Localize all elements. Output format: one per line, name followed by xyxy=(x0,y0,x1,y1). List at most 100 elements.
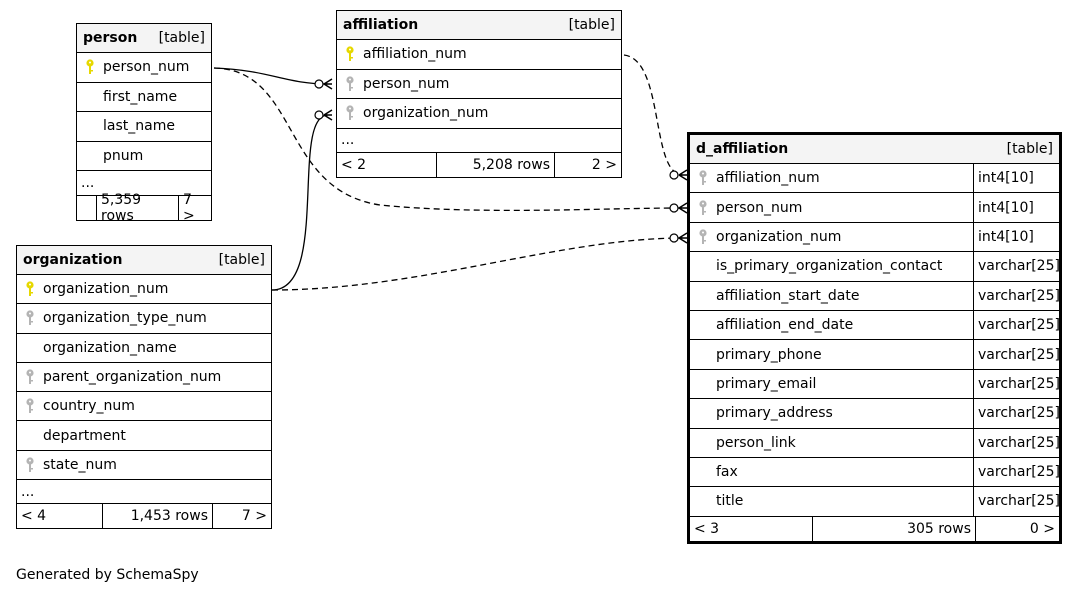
table-name: organization xyxy=(23,252,123,268)
column-name: person_num xyxy=(103,59,190,76)
column-row[interactable]: organization_num xyxy=(17,275,271,305)
column-name: affiliation_end_date xyxy=(716,317,854,334)
column-type: varchar[25] xyxy=(973,281,1060,310)
table-header: affiliation [table] xyxy=(337,11,621,40)
column-type: int4[10] xyxy=(973,193,1059,222)
table-name: d_affiliation xyxy=(696,141,789,157)
more-columns[interactable]: ... xyxy=(17,480,271,505)
edge-organization-d-affiliation xyxy=(271,232,688,291)
column-name: organization_num xyxy=(43,281,169,298)
column-row[interactable]: parent_organization_num xyxy=(17,363,271,393)
column-row[interactable]: organization_type_num xyxy=(17,304,271,334)
column-name: organization_num xyxy=(716,228,842,245)
column-row[interactable]: person_num xyxy=(337,70,621,99)
column-row[interactable]: affiliation_start_date varchar[25] xyxy=(690,281,1060,311)
column-row[interactable]: state_num xyxy=(17,451,271,481)
children-link[interactable]: 2 > xyxy=(591,156,617,173)
column-name: primary_email xyxy=(716,375,817,392)
column-name: state_num xyxy=(43,456,117,473)
column-name: affiliation_start_date xyxy=(716,287,860,304)
primary-key-icon xyxy=(86,59,94,75)
table-name: affiliation xyxy=(343,17,419,33)
more-columns[interactable]: ... xyxy=(337,129,621,153)
children-link[interactable]: 0 > xyxy=(1029,520,1055,537)
row-count: 305 rows xyxy=(813,516,976,541)
foreign-key-icon xyxy=(346,76,354,91)
row-count: 1,453 rows xyxy=(103,504,213,529)
column-type: varchar[25] xyxy=(973,369,1060,399)
column-row[interactable]: affiliation_num int4[10] xyxy=(690,164,1059,194)
edge-organization-affiliation xyxy=(271,109,333,291)
parents-link[interactable]: < 4 xyxy=(17,504,103,529)
column-row[interactable]: title varchar[25] xyxy=(690,487,1060,517)
column-name: affiliation_num xyxy=(716,170,820,187)
column-type: varchar[25] xyxy=(973,340,1060,369)
more-columns[interactable]: ... xyxy=(77,171,211,196)
column-name: primary_phone xyxy=(716,346,822,363)
column-row[interactable]: pnum xyxy=(77,142,211,171)
table-footer: < 4 1,453 rows 7 > xyxy=(17,504,271,529)
table-kind: [table] xyxy=(568,17,615,33)
foreign-key-icon xyxy=(26,310,34,326)
column-row[interactable]: person_num xyxy=(77,53,211,83)
foreign-key-icon xyxy=(26,369,34,385)
foreign-key-icon xyxy=(26,457,34,472)
column-name: person_num xyxy=(716,199,803,216)
column-row[interactable]: primary_phone varchar[25] xyxy=(690,340,1060,370)
column-name: person_num xyxy=(363,75,450,92)
column-row[interactable]: primary_email varchar[25] xyxy=(690,369,1060,400)
column-row[interactable]: affiliation_num xyxy=(337,40,621,70)
column-row[interactable]: fax varchar[25] xyxy=(690,457,1060,488)
parents-link[interactable] xyxy=(77,196,97,220)
row-count: 5,359 rows xyxy=(97,192,179,224)
children-link[interactable]: 7 > xyxy=(241,508,267,525)
column-name: title xyxy=(716,493,744,510)
column-name: organization_name xyxy=(43,339,177,356)
column-type: varchar[25] xyxy=(973,487,1060,516)
column-name: last_name xyxy=(103,118,175,135)
column-name: fax xyxy=(716,464,738,481)
generated-by-credit: Generated by SchemaSpy xyxy=(16,567,199,583)
table-header: person [table] xyxy=(77,24,211,53)
column-name: parent_organization_num xyxy=(43,369,222,386)
column-type: varchar[25] xyxy=(973,310,1060,340)
column-name: pnum xyxy=(103,147,144,164)
table-footer: 5,359 rows 7 > xyxy=(77,192,211,224)
column-type: varchar[25] xyxy=(973,252,1060,281)
column-row[interactable]: affiliation_end_date varchar[25] xyxy=(690,310,1060,341)
parents-link[interactable]: < 3 xyxy=(690,516,813,541)
column-name: department xyxy=(43,427,126,444)
foreign-key-icon xyxy=(699,229,707,244)
column-row[interactable]: department xyxy=(17,421,271,451)
column-row[interactable]: first_name xyxy=(77,83,211,112)
column-name: affiliation_num xyxy=(363,46,467,63)
children-link[interactable]: 7 > xyxy=(183,192,195,224)
row-count: 5,208 rows xyxy=(437,152,555,177)
column-row[interactable]: organization_name xyxy=(17,334,271,363)
parents-link[interactable]: < 2 xyxy=(337,152,437,177)
column-name: person_link xyxy=(716,434,796,451)
column-row[interactable]: country_num xyxy=(17,392,271,422)
edge-affiliation-d-affiliation xyxy=(623,54,688,181)
foreign-key-icon xyxy=(699,170,707,186)
table-kind: [table] xyxy=(158,30,205,46)
foreign-key-icon xyxy=(346,105,354,121)
column-type: int4[10] xyxy=(973,164,1059,193)
table-header: d_affiliation [table] xyxy=(690,135,1059,164)
column-row[interactable]: organization_num xyxy=(337,99,621,129)
edge-person-d-affiliation xyxy=(213,67,688,214)
column-type: varchar[25] xyxy=(973,457,1060,487)
column-name: country_num xyxy=(43,398,135,415)
table-person[interactable]: person [table] person_num first_name last_… xyxy=(76,23,212,224)
column-name: primary_address xyxy=(716,405,833,422)
column-row[interactable]: last_name xyxy=(77,112,211,142)
column-row[interactable]: person_num int4[10] xyxy=(690,193,1059,223)
